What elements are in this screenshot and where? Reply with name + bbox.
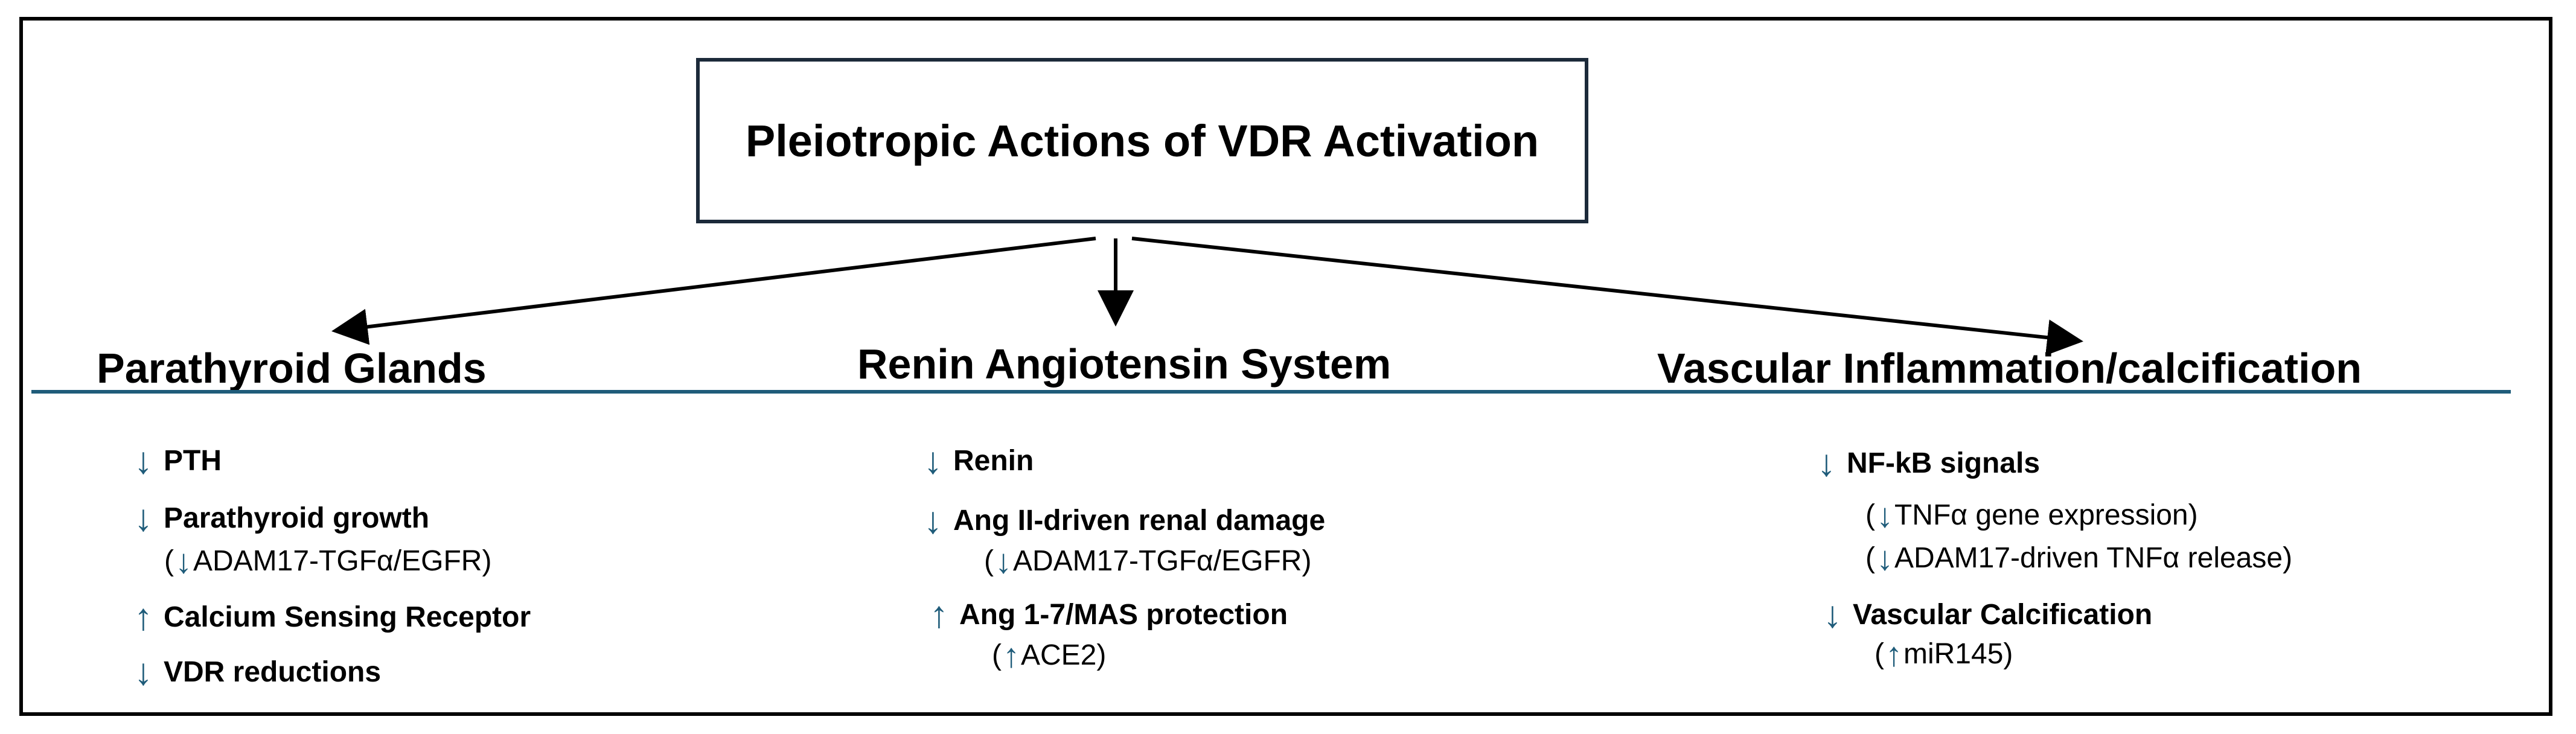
item-label: ADAM17-driven TNFα release) [1894, 542, 2293, 574]
arrow-up-icon: ↑ [134, 596, 153, 638]
divider-rule [31, 390, 2511, 394]
arrow-down-icon: ↓ [1876, 496, 1893, 534]
list-item: ↓ Ang II-driven renal damage [924, 502, 1325, 540]
item-label: TNFα gene expression) [1894, 499, 2198, 531]
list-item: ↓ VDR reductions [134, 654, 381, 691]
open-paren: ( [164, 545, 174, 577]
heading-parathyroid-glands: Parathyroid Glands [97, 345, 487, 392]
item-label: Ang 1-7/MAS protection [959, 599, 1288, 631]
arrow-down-icon: ↓ [1817, 442, 1836, 484]
list-item: ( ↓ ADAM17-TGFα/EGFR) [984, 544, 1311, 578]
arrow-down-icon: ↓ [174, 542, 192, 580]
arrow-up-icon: ↑ [1885, 635, 1902, 673]
list-item: ↓ NF-kB signals [1817, 445, 2040, 482]
item-label: ADAM17-TGFα/EGFR) [1012, 545, 1312, 577]
arrow-down-icon: ↓ [1876, 539, 1893, 577]
open-paren: ( [1865, 499, 1875, 531]
list-item: ↑ Ang 1-7/MAS protection [930, 596, 1288, 634]
list-item: ↓ Parathyroid growth [134, 500, 429, 537]
item-label: Calcium Sensing Receptor [164, 601, 531, 633]
arrow-down-icon: ↓ [134, 440, 153, 482]
arrow-up-icon: ↑ [930, 594, 948, 636]
arrow-up-icon: ↑ [1002, 636, 1020, 674]
list-item: ( ↓ ADAM17-driven TNFα release) [1865, 541, 2292, 575]
heading-renin-angiotensin-system: Renin Angiotensin System [857, 340, 1392, 388]
item-label: Vascular Calcification [1853, 599, 2153, 631]
arrow-down-icon: ↓ [924, 440, 942, 482]
item-label: PTH [164, 445, 222, 477]
arrow-down-icon: ↓ [134, 497, 153, 539]
list-item: ( ↑ ACE2) [992, 639, 1106, 672]
heading-vascular-inflammation: Vascular Inflammation/calcification [1657, 345, 2362, 392]
list-item: ( ↑ miR145) [1874, 637, 2013, 671]
item-label: miR145) [1903, 638, 2013, 670]
diagram-title: Pleiotropic Actions of VDR Activation [745, 115, 1539, 166]
item-label: ADAM17-TGFα/EGFR) [193, 545, 492, 577]
arrow-down-icon: ↓ [924, 500, 942, 541]
item-label: Renin [953, 445, 1034, 477]
item-label: Ang II-driven renal damage [953, 505, 1326, 537]
item-label: NF-kB signals [1847, 447, 2041, 479]
diagram-frame [19, 17, 2552, 716]
arrow-down-icon: ↓ [134, 651, 153, 693]
title-box: Pleiotropic Actions of VDR Activation [696, 58, 1588, 223]
list-item: ↑ Calcium Sensing Receptor [134, 599, 531, 636]
list-item: ↓ Renin [924, 442, 1034, 480]
list-item: ( ↓ ADAM17-TGFα/EGFR) [164, 544, 491, 578]
item-label: VDR reductions [164, 656, 382, 688]
open-paren: ( [984, 545, 994, 577]
arrow-down-icon: ↓ [1823, 594, 1842, 636]
item-label: Parathyroid growth [164, 502, 430, 534]
open-paren: ( [992, 639, 1002, 671]
arrow-down-icon: ↓ [994, 542, 1012, 580]
list-item: ↓ Vascular Calcification [1823, 596, 2152, 634]
list-item: ↓ PTH [134, 442, 222, 480]
open-paren: ( [1865, 542, 1875, 574]
list-item: ( ↓ TNFα gene expression) [1865, 499, 2198, 532]
item-label: ACE2) [1020, 639, 1107, 671]
open-paren: ( [1874, 638, 1884, 670]
